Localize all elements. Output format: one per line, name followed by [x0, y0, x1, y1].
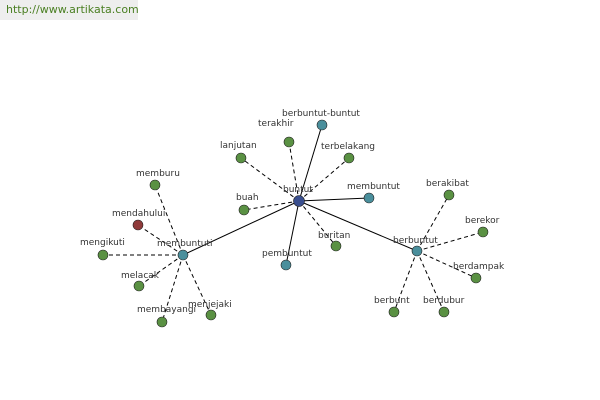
edge-buntut-membuntuti	[182, 200, 300, 256]
node-melacak[interactable]	[133, 280, 145, 292]
labels-layer: buntut membuntuti berbuntut berbuntut-buntu…	[80, 109, 505, 315]
node-label-membuntut[interactable]: membuntut	[347, 182, 400, 192]
edge-membuntuti-memburu	[154, 184, 184, 256]
edge-buntut-membuntut	[298, 197, 370, 202]
node-berakibat[interactable]	[443, 189, 455, 201]
node-membuntuti[interactable]	[177, 249, 189, 261]
edge-berbuntut-berbunt	[393, 250, 418, 313]
node-lanjutan[interactable]	[235, 152, 247, 164]
node-mengikuti[interactable]	[97, 249, 109, 261]
node-berbuntut[interactable]	[411, 245, 423, 257]
url-banner: http://www.artikata.com	[0, 0, 139, 20]
node-label-terbelakang[interactable]: terbelakang	[321, 142, 375, 152]
edge-buntut-pembuntut	[285, 200, 300, 266]
edges-layer	[103, 124, 484, 323]
edge-berbuntut-berakibat	[416, 194, 450, 252]
node-label-berbuntut-buntut[interactable]: berbuntut-buntut	[282, 109, 360, 119]
node-terakhir[interactable]	[283, 136, 295, 148]
node-menjejaki[interactable]	[205, 309, 217, 321]
node-label-terakhir[interactable]: terakhir	[258, 119, 294, 129]
node-label-mendahului[interactable]: mendahului	[112, 209, 165, 219]
node-label-melacak[interactable]: melacak	[121, 271, 160, 281]
node-label-lanjutan[interactable]: lanjutan	[220, 141, 257, 151]
node-label-pembuntut[interactable]: pembuntut	[262, 249, 312, 259]
node-membayangi[interactable]	[156, 316, 168, 328]
node-label-berakibat[interactable]: berakibat	[426, 179, 469, 189]
edge-buntut-buritan	[298, 200, 337, 247]
node-label-menjejaki[interactable]: menjejaki	[188, 300, 232, 310]
node-berbuntut-buntut[interactable]	[316, 119, 328, 131]
node-mendahului[interactable]	[132, 219, 144, 231]
node-label-berdampak[interactable]: berdampak	[453, 262, 505, 272]
edge-membuntuti-melacak	[138, 254, 184, 287]
node-label-mengikuti[interactable]: mengikuti	[80, 238, 125, 248]
node-label-buritan[interactable]: buritan	[318, 231, 350, 241]
node-label-berekor[interactable]: berekor	[465, 216, 500, 226]
site-url-link[interactable]: http://www.artikata.com	[6, 3, 139, 16]
edge-buntut-lanjutan	[240, 157, 300, 202]
node-buah[interactable]	[238, 204, 250, 216]
edge-buntut-terakhir	[288, 141, 300, 202]
node-label-membuntuti[interactable]: membuntuti	[157, 239, 212, 249]
node-buritan[interactable]	[330, 240, 342, 252]
node-label-buntut[interactable]: buntut	[283, 185, 313, 195]
node-label-berbuntut[interactable]: berbuntut	[393, 236, 438, 246]
node-berbunt[interactable]	[388, 306, 400, 318]
node-berdampak[interactable]	[470, 272, 482, 284]
node-label-berbunt[interactable]: berbunt	[374, 296, 410, 306]
node-terbelakang[interactable]	[343, 152, 355, 164]
edge-buntut-terbelakang	[298, 157, 350, 202]
edge-membuntuti-mendahului	[137, 224, 184, 256]
node-memburu[interactable]	[149, 179, 161, 191]
node-berekor[interactable]	[477, 226, 489, 238]
node-membuntut[interactable]	[363, 192, 375, 204]
edge-berbuntut-berdampak	[416, 250, 477, 279]
edge-berbuntut-berekor	[416, 231, 484, 252]
edge-buntut-berbuntut	[298, 200, 418, 252]
node-label-membayangi[interactable]: membayangi	[137, 305, 196, 315]
node-label-berdubur[interactable]: berdubur	[423, 296, 465, 306]
edge-buntut-buah	[243, 200, 300, 211]
node-pembuntut[interactable]	[280, 259, 292, 271]
node-buntut[interactable]	[293, 195, 305, 207]
edge-membuntuti-membayangi	[161, 254, 184, 323]
node-berdubur[interactable]	[438, 306, 450, 318]
node-label-buah[interactable]: buah	[236, 193, 259, 203]
edge-buntut-berbuntut-buntut	[298, 124, 323, 202]
node-label-memburu[interactable]: memburu	[136, 169, 180, 179]
nodes-layer	[97, 119, 489, 328]
